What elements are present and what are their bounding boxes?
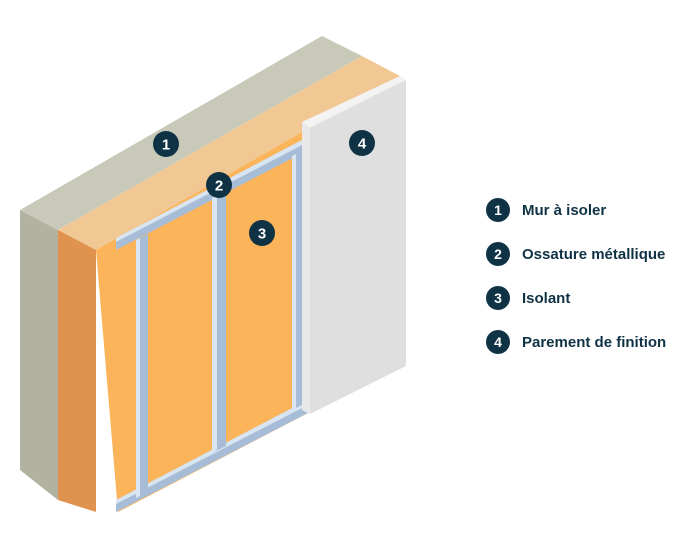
legend-badge: 1 [486,198,510,222]
insulation-side-face [58,230,96,512]
frame-right-stud-highlight [292,154,296,410]
frame-bottom-rail-highlight [116,404,304,504]
callout-badge [349,130,375,156]
callout-4: 4 [349,130,375,156]
panel-side-edge [302,122,310,414]
callout-badge [153,131,179,157]
frame-left-stud-highlight [136,238,140,498]
legend-item: 1 Mur à isoler [486,198,666,222]
legend-label: Isolant [522,289,571,307]
legend-label: Parement de finition [522,333,667,351]
panel-face [310,80,406,414]
callout-badge [206,172,232,198]
legend-badge: 3 [486,286,510,310]
callout-number: 3 [258,226,266,243]
legend-badge: 4 [486,330,510,354]
legend-item: 2 Ossature métallique [486,242,666,266]
legend-label: Ossature métallique [522,245,666,263]
callout-number: 2 [215,178,223,195]
insulation-top-face [58,56,400,250]
callout-3: 3 [249,220,275,246]
callout-badge [249,220,275,246]
legend-badge: 2 [486,242,510,266]
wall-top-face [20,36,362,230]
callout-number: 1 [162,137,170,154]
panel-top-edge [302,76,406,128]
wall-front-face [20,210,58,500]
legend: 1 Mur à isoler 2 Ossature métallique 3 I… [486,198,666,354]
frame-bottom-rail [116,404,310,512]
legend-item: 4 Parement de finition [486,330,666,354]
callout-2: 2 [206,172,232,198]
callout-number: 4 [358,136,367,153]
callout-1: 1 [153,131,179,157]
frame-middle-stud-highlight [212,195,217,453]
legend-label: Mur à isoler [522,201,607,219]
legend-item: 3 Isolant [486,286,666,310]
